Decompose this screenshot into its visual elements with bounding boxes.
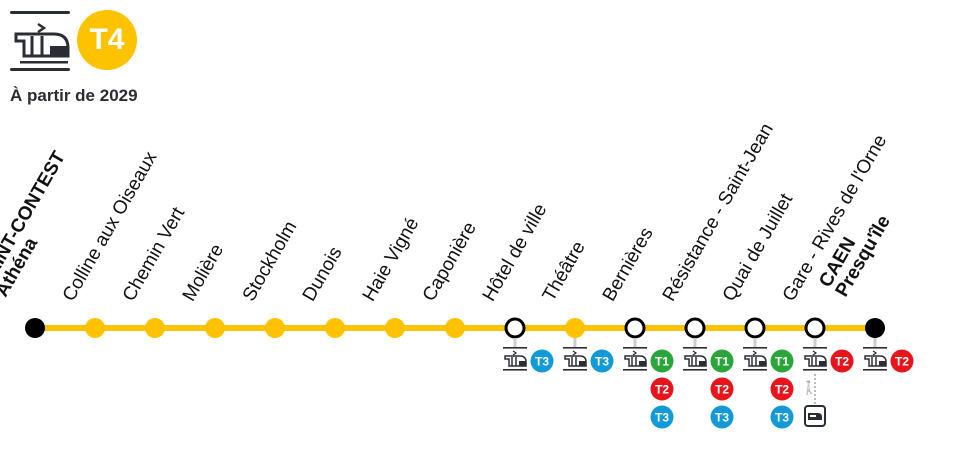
connector-stem (873, 338, 877, 348)
line-badge-t1[interactable]: T1 (710, 349, 734, 373)
station-stop[interactable] (85, 318, 105, 338)
station-stop[interactable] (565, 318, 585, 338)
line-badge-t3[interactable]: T3 (590, 349, 614, 373)
station-stop[interactable] (145, 318, 165, 338)
station-name: Molière (178, 240, 229, 305)
tram-icon (563, 347, 587, 373)
line-badge-t2[interactable]: T2 (650, 377, 674, 401)
station-name: Bernières (598, 224, 658, 305)
connector-stem (573, 338, 577, 348)
line-badge-t3[interactable]: T3 (530, 349, 554, 373)
station-name-line: Chemin Vert (118, 203, 190, 305)
station-name-line: Dunois (298, 243, 347, 305)
station-stop[interactable] (804, 317, 826, 339)
line-badge-t3[interactable]: T3 (770, 405, 794, 429)
line-badge-t3[interactable]: T3 (710, 405, 734, 429)
connector-stem (633, 338, 637, 348)
connector-stem (513, 338, 517, 348)
connector-stem (753, 338, 757, 348)
station-name: Théâtre (538, 237, 590, 305)
station-name: Chemin Vert (118, 203, 190, 305)
station-name: Haie Vigné (358, 214, 424, 305)
connector-stem (813, 338, 817, 348)
service-start-date: À partir de 2029 (10, 86, 138, 105)
line-badge: T4 (77, 10, 137, 70)
station-name: Dunois (298, 243, 347, 305)
tram-icon (683, 347, 707, 373)
station-stop[interactable] (205, 318, 225, 338)
station-stop[interactable] (744, 317, 766, 339)
station-name-line: Caponière (418, 218, 481, 305)
tram-icon (10, 10, 72, 72)
line-badge-t3[interactable]: T3 (650, 405, 674, 429)
station-name-line: Théâtre (538, 237, 590, 305)
station-stop[interactable] (385, 318, 405, 338)
line-badge-t2[interactable]: T2 (770, 377, 794, 401)
line-badge-t2[interactable]: T2 (830, 349, 854, 373)
station-stop[interactable] (684, 317, 706, 339)
station-stop[interactable] (865, 318, 885, 338)
line-badge-t2[interactable]: T2 (890, 349, 914, 373)
station-stop[interactable] (25, 318, 45, 338)
connector-stem (693, 338, 697, 348)
line-badge-t1[interactable]: T1 (770, 349, 794, 373)
station-name-line: Résistance - Saint-Jean (658, 119, 778, 306)
station-name: Caponière (418, 218, 481, 305)
line-badge-t1[interactable]: T1 (650, 349, 674, 373)
walking-path (814, 374, 816, 404)
station-stop[interactable] (265, 318, 285, 338)
station-stop[interactable] (325, 318, 345, 338)
station-stop[interactable] (504, 317, 526, 339)
walking-icon: 🚶 (801, 380, 818, 395)
line-badge-t2[interactable]: T2 (710, 377, 734, 401)
tram-icon (623, 347, 647, 373)
station-name: Résistance - Saint-Jean (658, 119, 778, 306)
tram-icon (863, 347, 887, 373)
station-name-line: Haie Vigné (358, 214, 424, 305)
station-name-line: Stockholm (238, 217, 302, 305)
train-icon[interactable] (804, 405, 826, 427)
station-stop[interactable] (624, 317, 646, 339)
station-name-line: Molière (178, 240, 229, 305)
tram-icon (803, 347, 827, 373)
station-stop[interactable] (445, 318, 465, 338)
station-name: Stockholm (238, 217, 302, 305)
tram-icon (743, 347, 767, 373)
station-name-line: Bernières (598, 224, 658, 305)
tram-icon (503, 347, 527, 373)
